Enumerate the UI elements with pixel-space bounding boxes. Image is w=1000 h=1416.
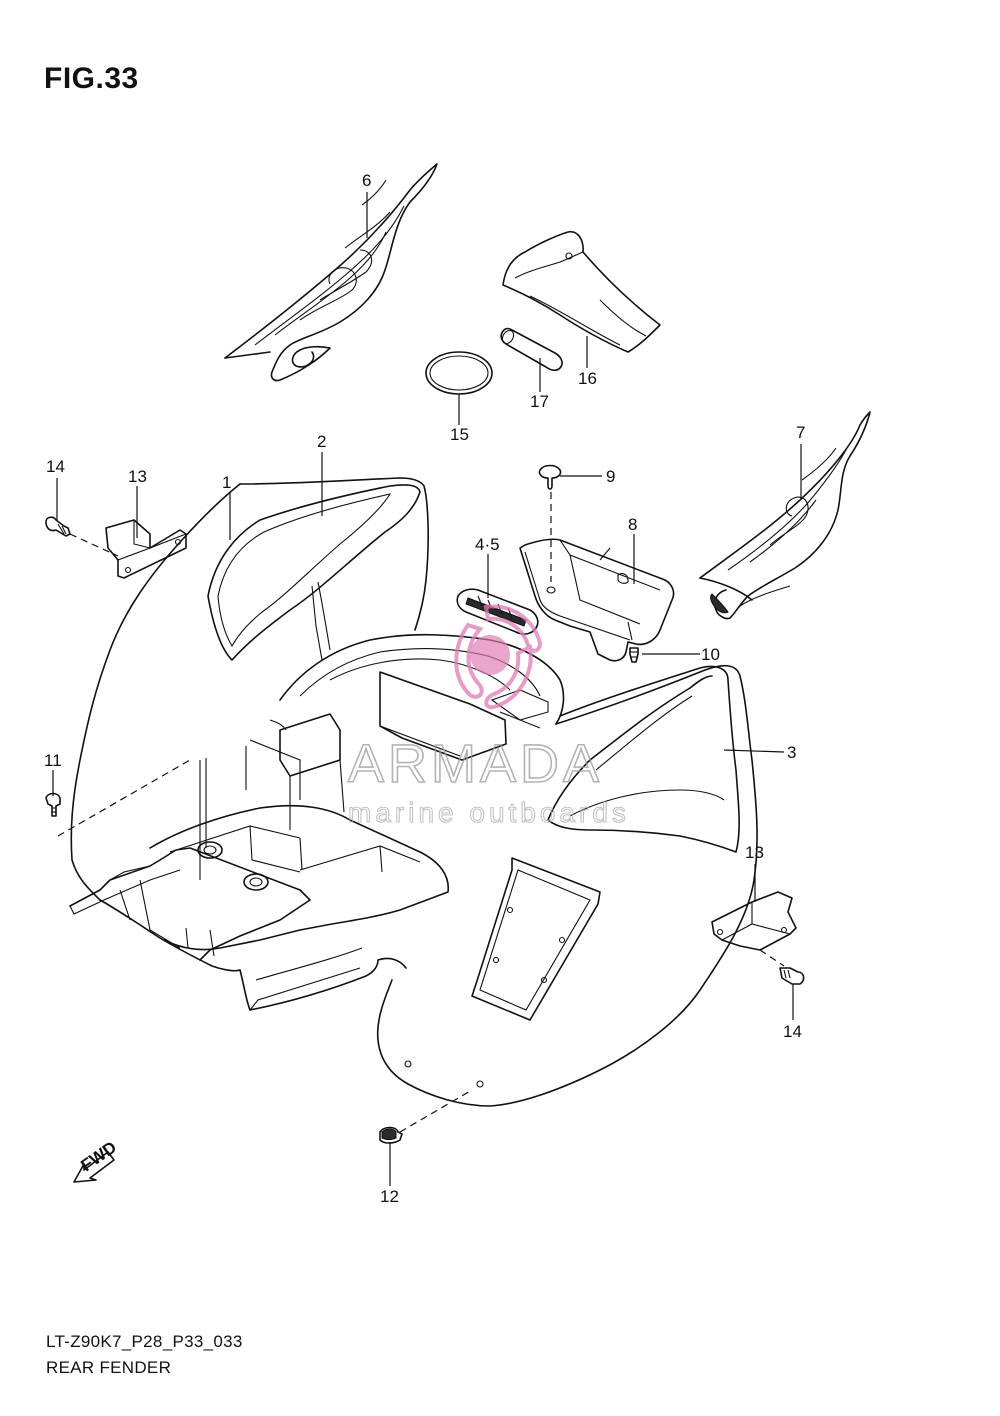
callout-3[interactable]: 3 [787,743,796,762]
watermark-brand: ARMADA [348,734,603,794]
emblem-part-4-5[interactable] [456,588,539,635]
o-ring-part-15[interactable] [425,351,493,395]
callout-7[interactable]: 7 [796,423,805,442]
callout-8[interactable]: 8 [628,515,637,534]
forward-direction-arrow: FWD [73,1138,120,1183]
armada-watermark: ARMADA marine outboards [347,604,630,829]
propeller-logo-icon [454,604,543,710]
rivet-part-12[interactable] [379,1089,473,1144]
pin-part-17[interactable] [500,327,563,372]
cover-part-16[interactable] [502,230,661,353]
callout-9[interactable]: 9 [606,467,615,486]
callout-leaders [52,192,802,1186]
callout-17[interactable]: 17 [530,392,549,411]
watermark-tagline: marine outboards [348,797,630,828]
clip-part-9[interactable] [538,464,562,583]
callout-1[interactable]: 1 [222,473,231,492]
callout-6[interactable]: 6 [362,171,371,190]
screw-part-10[interactable] [629,647,639,663]
assembly-name: REAR FENDER [46,1358,172,1377]
callout-4-5[interactable]: 4·5 [475,535,500,554]
callout-13-upper[interactable]: 13 [128,467,147,486]
rear-fender-part-1[interactable] [69,477,758,1107]
drawing-code: LT-Z90K7_P28_P33_033 [46,1332,243,1351]
forward-label: FWD [77,1138,120,1176]
callout-15[interactable]: 15 [450,425,469,444]
decal-part-7[interactable] [699,411,871,620]
callout-labels: 6 16 17 15 7 2 1 13 14 9 4·5 8 10 3 11 1… [44,171,805,1206]
callout-12[interactable]: 12 [380,1187,399,1206]
bolt-part-14-upper[interactable] [45,516,119,557]
bolt-part-11[interactable] [45,759,191,837]
callout-2[interactable]: 2 [317,432,326,451]
callout-10[interactable]: 10 [701,645,720,664]
callout-13-lower[interactable]: 13 [745,843,764,862]
bracket-part-13-lower[interactable] [711,891,797,951]
callout-11[interactable]: 11 [44,751,62,770]
figure-title: FIG.33 [44,62,139,95]
callout-16[interactable]: 16 [578,369,597,388]
decal-part-6[interactable] [224,163,438,382]
bolt-part-14-lower[interactable] [759,949,805,985]
box-part-8[interactable] [519,538,675,662]
callout-14-lower[interactable]: 14 [783,1022,802,1041]
callout-14-upper[interactable]: 14 [46,457,65,476]
